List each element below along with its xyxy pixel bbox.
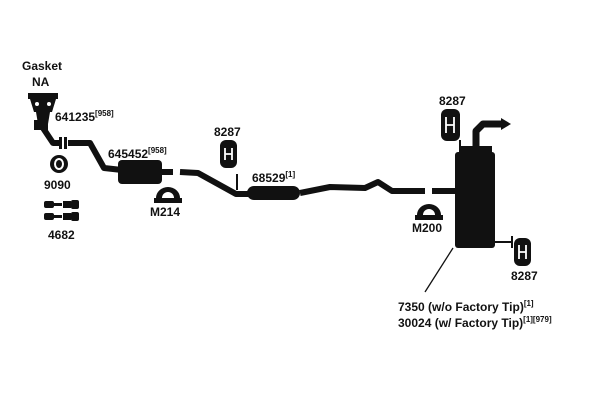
label-muffler-with-tip: 30024 (w/ Factory Tip)[1][979]: [398, 315, 552, 330]
muffler-outlet-pipe: [472, 120, 502, 146]
hanger-lower-rear: [495, 236, 531, 266]
gasket-ring: [50, 155, 68, 173]
label-clamp-rear: M200: [412, 221, 443, 235]
label-gasket-ring: 9090: [44, 178, 71, 192]
tailpipe-tip: [501, 118, 511, 130]
label-catalytic-converter: 645452[958]: [108, 146, 167, 161]
manifold-flange: [28, 93, 58, 130]
label-gasket-na: NA: [32, 75, 50, 89]
label-hanger-front: 8287: [214, 125, 241, 139]
hanger-front: [220, 140, 238, 190]
label-hanger-lower-rear: 8287: [511, 269, 538, 283]
label-resonator: 68529[1]: [252, 170, 296, 185]
intermediate-pipe: [179, 169, 252, 197]
front-pipe: [68, 140, 123, 173]
rear-pipe: [299, 179, 425, 196]
bolts-set: [44, 200, 79, 221]
label-hanger-upper-rear: 8287: [439, 94, 466, 108]
label-gasket: Gasket: [22, 59, 63, 73]
label-manifold-pipe: 641235[958]: [55, 109, 114, 124]
clamp-front: [154, 187, 182, 203]
label-muffler-no-tip: 7350 (w/o Factory Tip)[1]: [398, 299, 534, 314]
label-bolts: 4682: [48, 228, 75, 242]
joint-gap-rear: [426, 185, 431, 197]
hanger-upper-rear: [441, 109, 461, 152]
muffler-body: [455, 152, 495, 248]
joint-flange-front-2: [64, 137, 67, 149]
joint-flange-front: [59, 137, 62, 149]
muffler-leader-line: [424, 247, 454, 293]
muffler-top-plate: [460, 146, 492, 154]
clamp-rear: [415, 204, 443, 220]
catalytic-converter: [118, 160, 162, 184]
label-clamp-front: M214: [150, 205, 181, 219]
resonator-body: [247, 186, 300, 200]
manifold-pipe: [40, 126, 60, 146]
